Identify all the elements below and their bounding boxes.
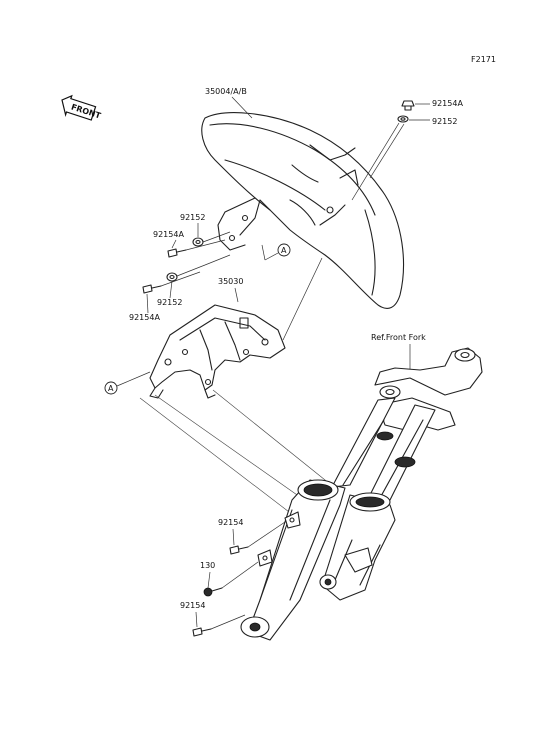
- bolt-130: [203, 587, 223, 597]
- washer-mid: [192, 237, 204, 247]
- reference-note: Ref.Front Fork: [371, 333, 426, 342]
- label-washer-mid: 92152: [180, 213, 205, 222]
- front-fork: [240, 347, 483, 641]
- label-bolt-low: 92154A: [129, 313, 160, 322]
- callout-a-lower: A: [104, 381, 118, 395]
- callout-a-upper-label: A: [281, 246, 287, 255]
- label-bolt-top: 92154A: [432, 99, 463, 108]
- label-fender: 35004/A/B: [205, 87, 247, 96]
- label-bolt-fork-lower: 92154: [180, 601, 205, 610]
- label-bolt-fork-upper: 92154: [218, 518, 243, 527]
- front-direction-badge: FRONT: [61, 94, 102, 121]
- bolt-mid: [167, 248, 187, 258]
- bolt-top-right: [401, 100, 415, 111]
- label-bolt-130: 130: [200, 561, 215, 570]
- bolt-fork-lower: [192, 627, 212, 637]
- front-fender: [201, 112, 405, 309]
- label-washer-low: 92152: [157, 298, 182, 307]
- label-bracket: 35030: [218, 277, 243, 286]
- callout-a-lower-label: A: [108, 384, 114, 393]
- washer-low: [166, 272, 178, 282]
- label-bolt-mid: 92154A: [153, 230, 184, 239]
- figure-code: F2171: [471, 55, 496, 64]
- fender-bracket: [149, 304, 286, 399]
- label-washer-top: 92152: [432, 117, 457, 126]
- bolt-fork-upper: [229, 545, 249, 555]
- washer-top-right: [397, 115, 409, 123]
- bolt-low: [142, 284, 162, 294]
- callout-a-upper: A: [277, 243, 291, 257]
